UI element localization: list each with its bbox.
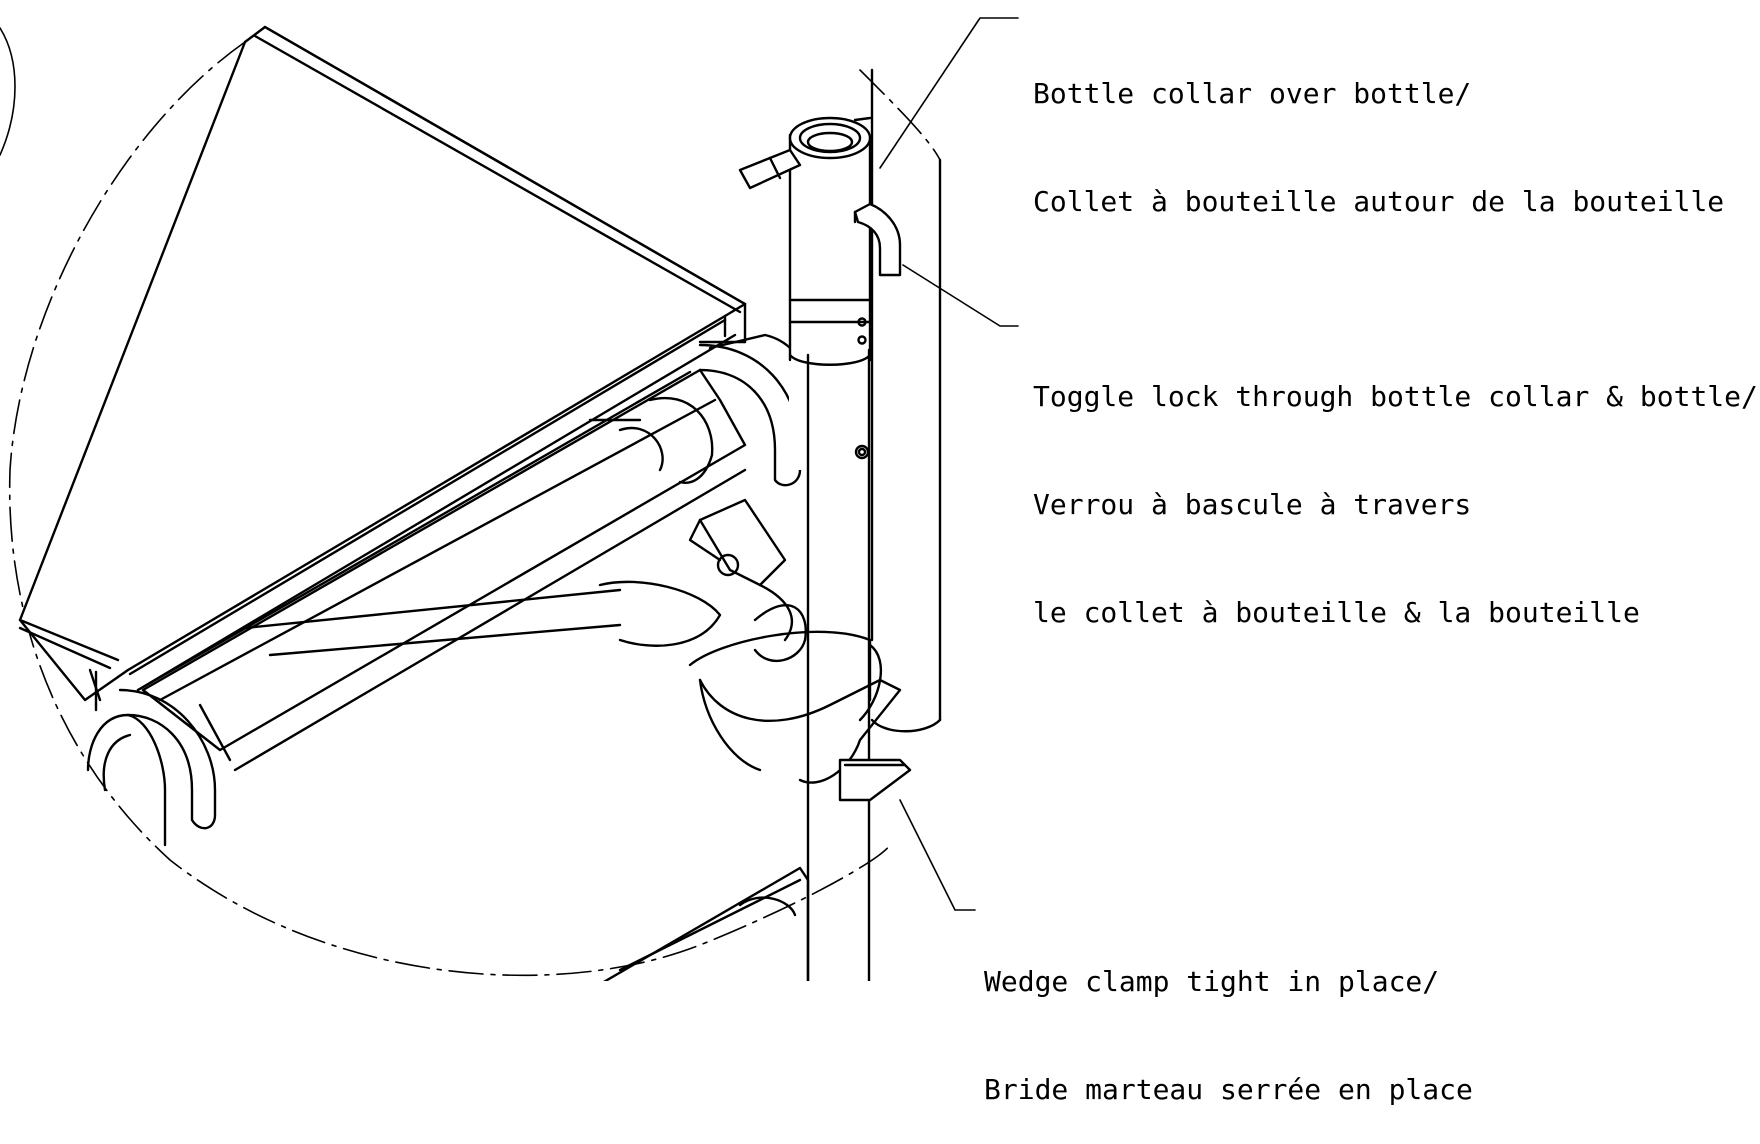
leader-toggle-lock	[902, 264, 1019, 327]
callout-bottle-collar-line-2: Collet à bouteille autour de la bouteill…	[1033, 185, 1725, 218]
leader-lines	[879, 17, 1019, 911]
callout-bottle-collar: Bottle collar over bottle/ Collet à bout…	[1033, 4, 1724, 256]
toggle-lock-pin	[738, 148, 902, 277]
wedge-clamp	[688, 498, 912, 802]
callout-toggle-lock-line-1: Toggle lock through bottle collar & bott…	[1033, 380, 1758, 413]
callout-bottle-collar-line-1: Bottle collar over bottle/	[1033, 77, 1472, 110]
vertical-standard	[788, 68, 942, 981]
detail-boundary-circle	[8, 41, 891, 977]
leader-bottle-collar	[879, 17, 1019, 169]
platform-deck	[18, 25, 747, 712]
callout-toggle-lock: Toggle lock through bottle collar & bott…	[1033, 307, 1758, 667]
callout-wedge-clamp: Wedge clamp tight in place/ Bride martea…	[984, 892, 1473, 1144]
lower-brace-stub	[603, 866, 810, 981]
callout-wedge-clamp-line-2: Bride marteau serrée en place	[984, 1073, 1473, 1106]
frame-rail	[136, 368, 747, 772]
callout-toggle-lock-line-2: Verrou à bascule à travers	[1033, 488, 1472, 521]
leader-wedge-clamp	[899, 799, 976, 911]
adjacent-circle-fragment	[0, 27, 16, 156]
scaffold-detail-drawing	[0, 17, 1019, 981]
brace-arm	[243, 418, 722, 657]
callout-wedge-clamp-line-1: Wedge clamp tight in place/	[984, 965, 1440, 998]
callout-toggle-lock-line-3: le collet à bouteille & la bouteille	[1033, 596, 1640, 629]
